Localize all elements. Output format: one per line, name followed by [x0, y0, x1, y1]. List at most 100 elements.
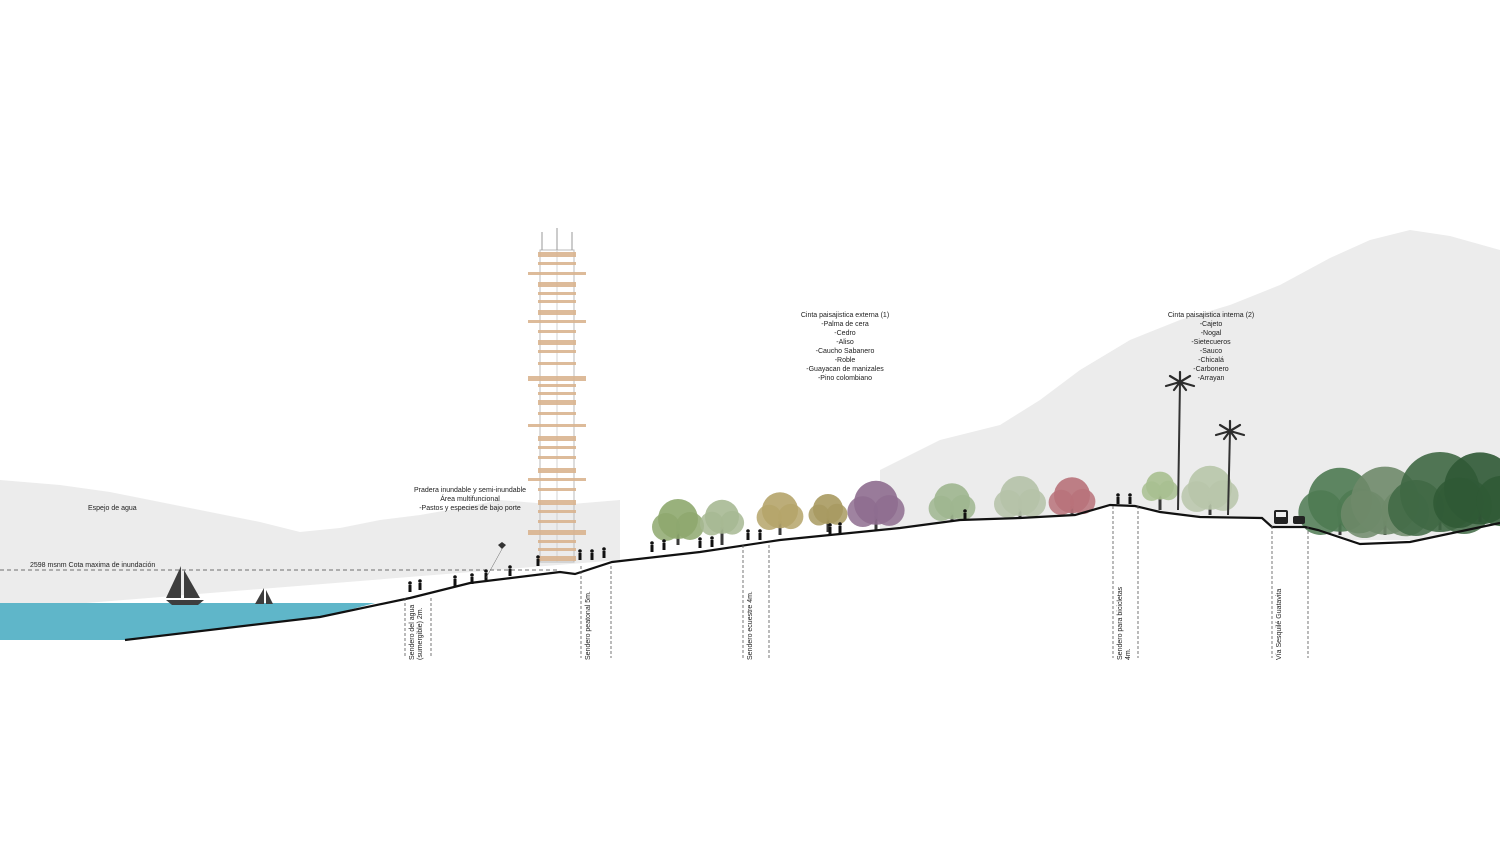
internal-text-line: -Chicalá — [1198, 357, 1224, 364]
bus-icon — [1274, 510, 1288, 524]
external-text-line: -Pino colombiano — [818, 375, 872, 382]
palm-tree — [1164, 370, 1196, 511]
meadow-text-line: -Pastos y especies de bajo porte — [419, 505, 521, 512]
tower-slat — [538, 340, 576, 345]
person-silhouette — [1128, 493, 1132, 504]
tree — [928, 483, 976, 522]
person-silhouette — [536, 555, 540, 566]
tower-slat — [538, 488, 576, 491]
person-silhouette — [484, 569, 488, 580]
person-silhouette — [418, 579, 422, 590]
tree-group — [652, 370, 1500, 545]
tower-slat — [538, 548, 576, 551]
person-silhouette — [746, 529, 750, 540]
tree — [1433, 452, 1500, 528]
person-silhouette — [602, 547, 606, 558]
tower-slat — [538, 436, 576, 441]
tower-slat — [538, 520, 576, 523]
terrain-profile-line — [124, 503, 1500, 642]
flood-level-label: 2598 msnm Cota maxima de inundación — [30, 562, 155, 569]
water-mirror-label: Espejo de agua — [88, 505, 137, 512]
tree — [652, 499, 704, 545]
path-marker: Sendero del agua(sumergible) 2m. — [404, 598, 432, 660]
tower-slat — [538, 500, 576, 505]
person-silhouette — [650, 541, 654, 552]
tower-slat — [538, 400, 576, 405]
person-silhouette — [662, 539, 666, 550]
person-silhouette — [698, 537, 702, 548]
tree — [808, 494, 848, 532]
external-belt-annotation: Cinta paisajistica externa (1)-Palma de … — [801, 312, 889, 382]
person-silhouette — [1116, 493, 1120, 504]
tower-slat — [528, 320, 586, 323]
person-silhouette — [590, 549, 594, 560]
tower-slat — [538, 282, 576, 287]
internal-text-line: -Arrayan — [1198, 375, 1225, 382]
kite-icon — [498, 542, 506, 549]
tree — [1048, 477, 1096, 515]
background-mountain-left — [0, 480, 620, 610]
path-marker-label: Vía Sesquilé Guatavita — [1276, 589, 1283, 660]
path-marker: Vía Sesquilé Guatavita — [1271, 526, 1309, 660]
tower-slat — [538, 384, 576, 387]
tree — [756, 492, 804, 535]
external-text-line: -Aliso — [836, 339, 854, 346]
path-marker-label: (sumergible) 2m. — [417, 607, 424, 660]
people-silhouettes — [408, 493, 1132, 592]
tower-slat — [528, 478, 586, 481]
tower-slat — [538, 350, 576, 353]
person-silhouette — [453, 575, 457, 586]
internal-text-line: -Cajeto — [1200, 321, 1223, 328]
tower-slat — [538, 556, 576, 561]
external-text-line: -Caucho Sabanero — [816, 348, 875, 355]
person-silhouette — [508, 565, 512, 576]
internal-text-line: -Carbonero — [1193, 366, 1229, 373]
palm-tree — [1214, 419, 1246, 516]
car-icon — [1293, 516, 1305, 524]
tower-slat — [538, 446, 576, 449]
person-silhouette — [758, 529, 762, 540]
external-text-line: -Palma de cera — [821, 321, 869, 328]
tower-slat — [538, 292, 576, 295]
tower-slat — [538, 262, 576, 265]
person-silhouette — [963, 509, 967, 520]
sailboat-small — [255, 588, 273, 604]
tower-slat — [538, 330, 576, 333]
tower-slat — [528, 530, 586, 535]
tree — [1181, 465, 1239, 515]
person-silhouette — [710, 536, 714, 547]
sailboat-large — [166, 566, 204, 605]
internal-text-line: -Nogal — [1201, 330, 1222, 337]
tree — [847, 480, 905, 530]
external-text-line: -Roble — [835, 357, 856, 364]
lake-water — [0, 603, 375, 640]
person-silhouette — [470, 573, 474, 584]
path-marker-label: Sendero para bicicletas — [1117, 586, 1124, 660]
tower-slat — [538, 310, 576, 315]
tower-slat — [538, 392, 576, 395]
path-marker: Sendero peatonal 5m. — [580, 566, 612, 660]
path-marker-label: Sendero ecuestre 4m. — [747, 591, 754, 660]
tower-slat — [538, 468, 576, 473]
tree — [994, 476, 1046, 518]
internal-text-line: -Sietecueros — [1191, 339, 1231, 346]
tower-slat — [538, 540, 576, 543]
tower-slat — [538, 362, 576, 365]
person-silhouette — [578, 549, 582, 560]
path-dimension-markers: Sendero del agua(sumergible) 2m. Sendero … — [404, 506, 1309, 660]
tower-slat — [538, 456, 576, 459]
external-text-line: -Cedro — [834, 330, 856, 337]
meadow-text-line: Pradera inundable y semi-inundable — [414, 487, 526, 494]
tower-slat — [538, 412, 576, 415]
tower-slat — [528, 376, 586, 381]
path-marker: Sendero ecuestre 4m. — [742, 545, 770, 660]
tower-slat — [538, 510, 576, 513]
internal-text-line: -Sauco — [1200, 348, 1222, 355]
internal-belt-annotation: Cinta paisajistica interna (2)-Cajeto-No… — [1168, 312, 1254, 382]
person-silhouette — [828, 523, 832, 534]
path-marker-label: 4m. — [1125, 648, 1132, 660]
